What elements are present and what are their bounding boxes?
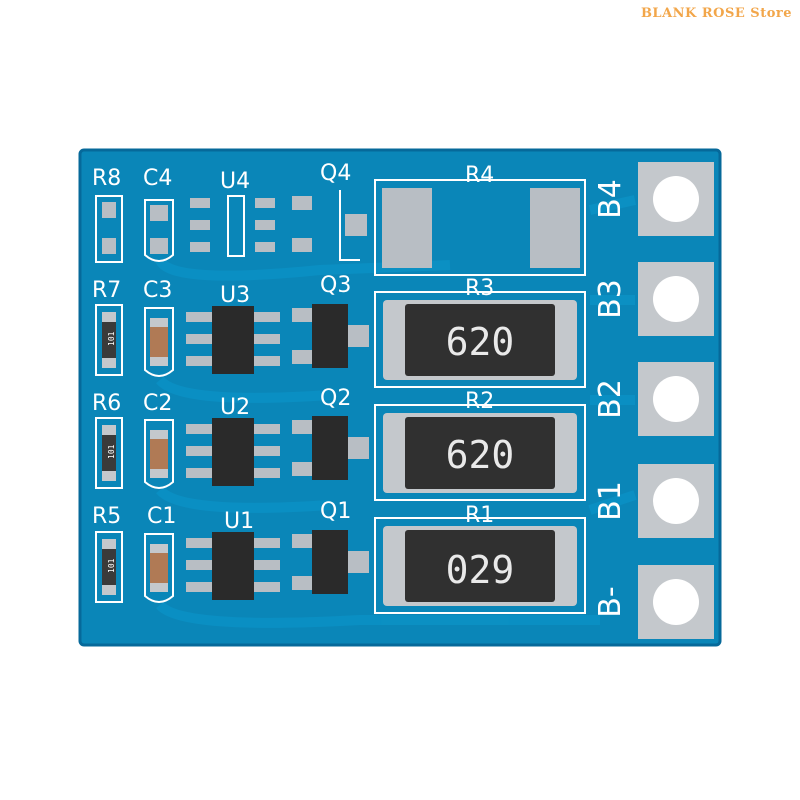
terminal-label-b4: B4 [593,179,628,219]
q2-mosfet [292,416,369,480]
terminal-b3: B3 [593,262,714,336]
r7-resistor: 101 [95,304,123,376]
u4-pads [190,195,275,257]
label-u3: U3 [220,283,250,308]
q3-mosfet [292,304,369,368]
label-c2: C2 [143,391,172,416]
label-q4: Q4 [320,161,351,186]
q4-pads [292,190,367,261]
copper-traces [155,195,637,628]
label-r6: R6 [92,391,121,416]
terminal-b-minus: B- [593,565,714,639]
label-u1: U1 [224,509,254,534]
svg-text:101: 101 [107,558,116,573]
label-r1: R1 [465,503,494,528]
label-r4: R4 [465,163,494,188]
svg-text:101: 101 [107,331,116,346]
store-watermark: BLANK ROSE Store [640,6,792,21]
svg-text:101: 101 [107,444,116,459]
label-u4: U4 [220,169,250,194]
terminal-label-b1: B1 [593,481,628,521]
c2-capacitor [144,419,174,489]
terminal-label-b3: B3 [593,279,628,319]
label-u2: U2 [220,395,250,420]
r6-resistor: 101 [95,417,123,489]
r2-code: 620 [446,433,515,477]
r4-pads [374,179,586,276]
label-q3: Q3 [320,273,351,298]
c4-pads [144,199,174,262]
q1-mosfet [292,530,369,594]
r8-pads [95,195,123,263]
label-q2: Q2 [320,386,351,411]
label-r2: R2 [465,389,494,414]
c3-capacitor [144,307,174,377]
u2-ic [186,418,280,486]
r1-resistor: 029 [374,517,586,614]
r5-resistor: 101 [95,531,123,603]
label-c4: C4 [143,166,172,191]
label-r8: R8 [92,166,121,191]
r3-code: 620 [446,320,515,364]
u3-ic [186,306,280,374]
u1-ic [186,532,280,600]
label-r5: R5 [92,504,121,529]
label-r7: R7 [92,278,121,303]
terminal-b4: B4 [593,162,714,236]
terminal-b1: B1 [593,464,714,538]
r1-code: 029 [446,548,515,592]
terminal-label-b-minus: B- [593,586,628,617]
terminal-label-b2: B2 [593,379,628,419]
label-r3: R3 [465,276,494,301]
pcb-edge [78,148,722,647]
label-c1: C1 [147,504,176,529]
r2-resistor: 620 [374,404,586,501]
c1-capacitor [144,533,174,603]
label-q1: Q1 [320,499,351,524]
terminal-b2: B2 [593,362,714,436]
r3-resistor: 620 [374,291,586,388]
label-c3: C3 [143,278,172,303]
